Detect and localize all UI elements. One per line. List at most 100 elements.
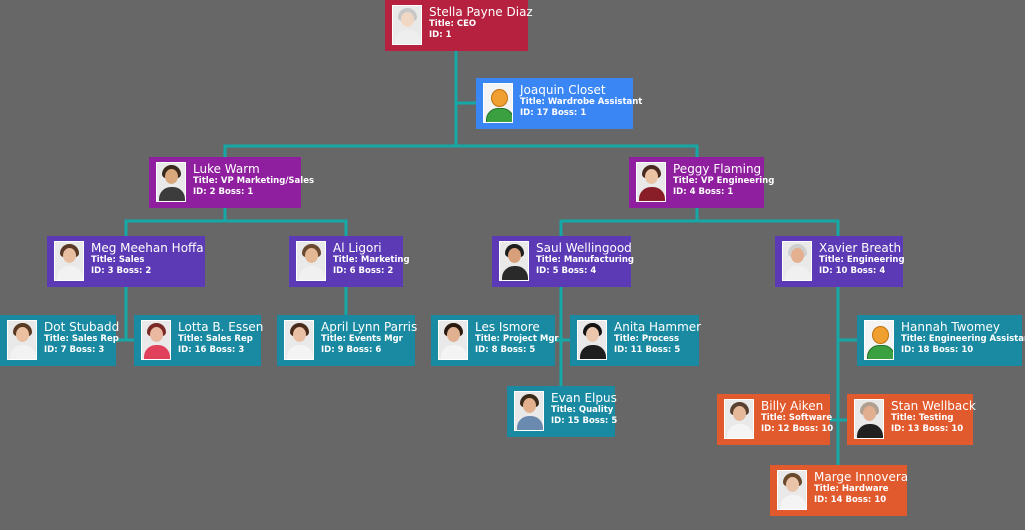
id-prefix: ID: (44, 345, 58, 355)
employee-title: Engineering Assistant (928, 334, 1025, 344)
boss-prefix: Boss: (698, 187, 725, 197)
employee-boss-id: 1 (247, 187, 254, 197)
title-prefix: Title: (901, 334, 926, 344)
boss-prefix: Boss: (116, 266, 143, 276)
employee-name: Peggy Flaming (673, 162, 762, 176)
employee-title: CEO (456, 19, 477, 29)
employee-id: 16 (194, 345, 207, 355)
employee-photo (141, 320, 171, 360)
employee-title: Sales Rep (205, 334, 253, 344)
employee-title: VP Marketing/Sales (220, 176, 315, 186)
id-prefix: ID: (91, 266, 105, 276)
employee-name: Dot Stubadd (44, 320, 120, 334)
employee-name: Lotta B. Essen (178, 320, 264, 334)
connector-xavier-trunk (830, 287, 857, 478)
employee-title-line: Title:Engineering (819, 255, 905, 266)
title-prefix: Title: (44, 334, 69, 344)
id-prefix: ID: (814, 495, 828, 505)
employee-photo (54, 241, 84, 281)
employee-title: Software (788, 413, 833, 423)
employee-id: 17 (536, 108, 549, 118)
boss-prefix: Boss: (209, 345, 236, 355)
employee-title: Wardrobe Assistant (547, 97, 643, 107)
title-prefix: Title: (475, 334, 500, 344)
employee-title: Engineering (846, 255, 905, 265)
employee-title-line: Title:Hardware (814, 484, 901, 495)
generic-user-icon (483, 83, 513, 123)
employee-boss-id: 10 (821, 424, 834, 434)
title-prefix: Title: (551, 405, 576, 415)
employee-boss-id: 10 (951, 424, 964, 434)
employee-photo (854, 399, 884, 439)
employee-boss-id: 2 (387, 266, 394, 276)
employee-photo (636, 162, 666, 202)
employee-id: 13 (907, 424, 920, 434)
boss-prefix: Boss: (645, 345, 672, 355)
employee-id: 4 (689, 187, 696, 197)
employee-title-line: Title:CEO (429, 19, 522, 30)
employee-name: Meg Meehan Hoffa (91, 241, 204, 255)
employee-photo (284, 320, 314, 360)
boss-prefix: Boss: (358, 266, 385, 276)
id-prefix: ID: (178, 345, 192, 355)
employee-id: 5 (552, 266, 559, 276)
title-prefix: Title: (891, 413, 916, 423)
title-prefix: Title: (321, 334, 346, 344)
employee-boss-id: 4 (879, 266, 886, 276)
boss-prefix: Boss: (218, 187, 245, 197)
employee-id: 3 (107, 266, 114, 276)
employee-boss-id: 6 (375, 345, 382, 355)
boss-prefix: Boss: (845, 495, 872, 505)
employee-boss-id: 1 (580, 108, 587, 118)
employee-id: 7 (60, 345, 67, 355)
employee-id: 11 (630, 345, 643, 355)
employee-id: 18 (917, 345, 930, 355)
employee-id: 10 (835, 266, 848, 276)
employee-id-line: ID:1 (429, 30, 522, 41)
id-prefix: ID: (819, 266, 833, 276)
employee-photo (777, 470, 807, 510)
connector-peggy-children (559, 219, 840, 236)
employee-boss-id: 5 (674, 345, 681, 355)
employee-boss-id: 2 (145, 266, 152, 276)
title-prefix: Title: (614, 334, 639, 344)
title-prefix: Title: (429, 19, 454, 29)
id-prefix: ID: (333, 266, 347, 276)
boss-prefix: Boss: (346, 345, 373, 355)
employee-title: Sales (118, 255, 145, 265)
employee-title-line: Title:Events Mgr (321, 334, 409, 345)
employee-title-line: Title:Testing (891, 413, 967, 424)
employee-title: Events Mgr (348, 334, 403, 344)
employee-photo (782, 241, 812, 281)
